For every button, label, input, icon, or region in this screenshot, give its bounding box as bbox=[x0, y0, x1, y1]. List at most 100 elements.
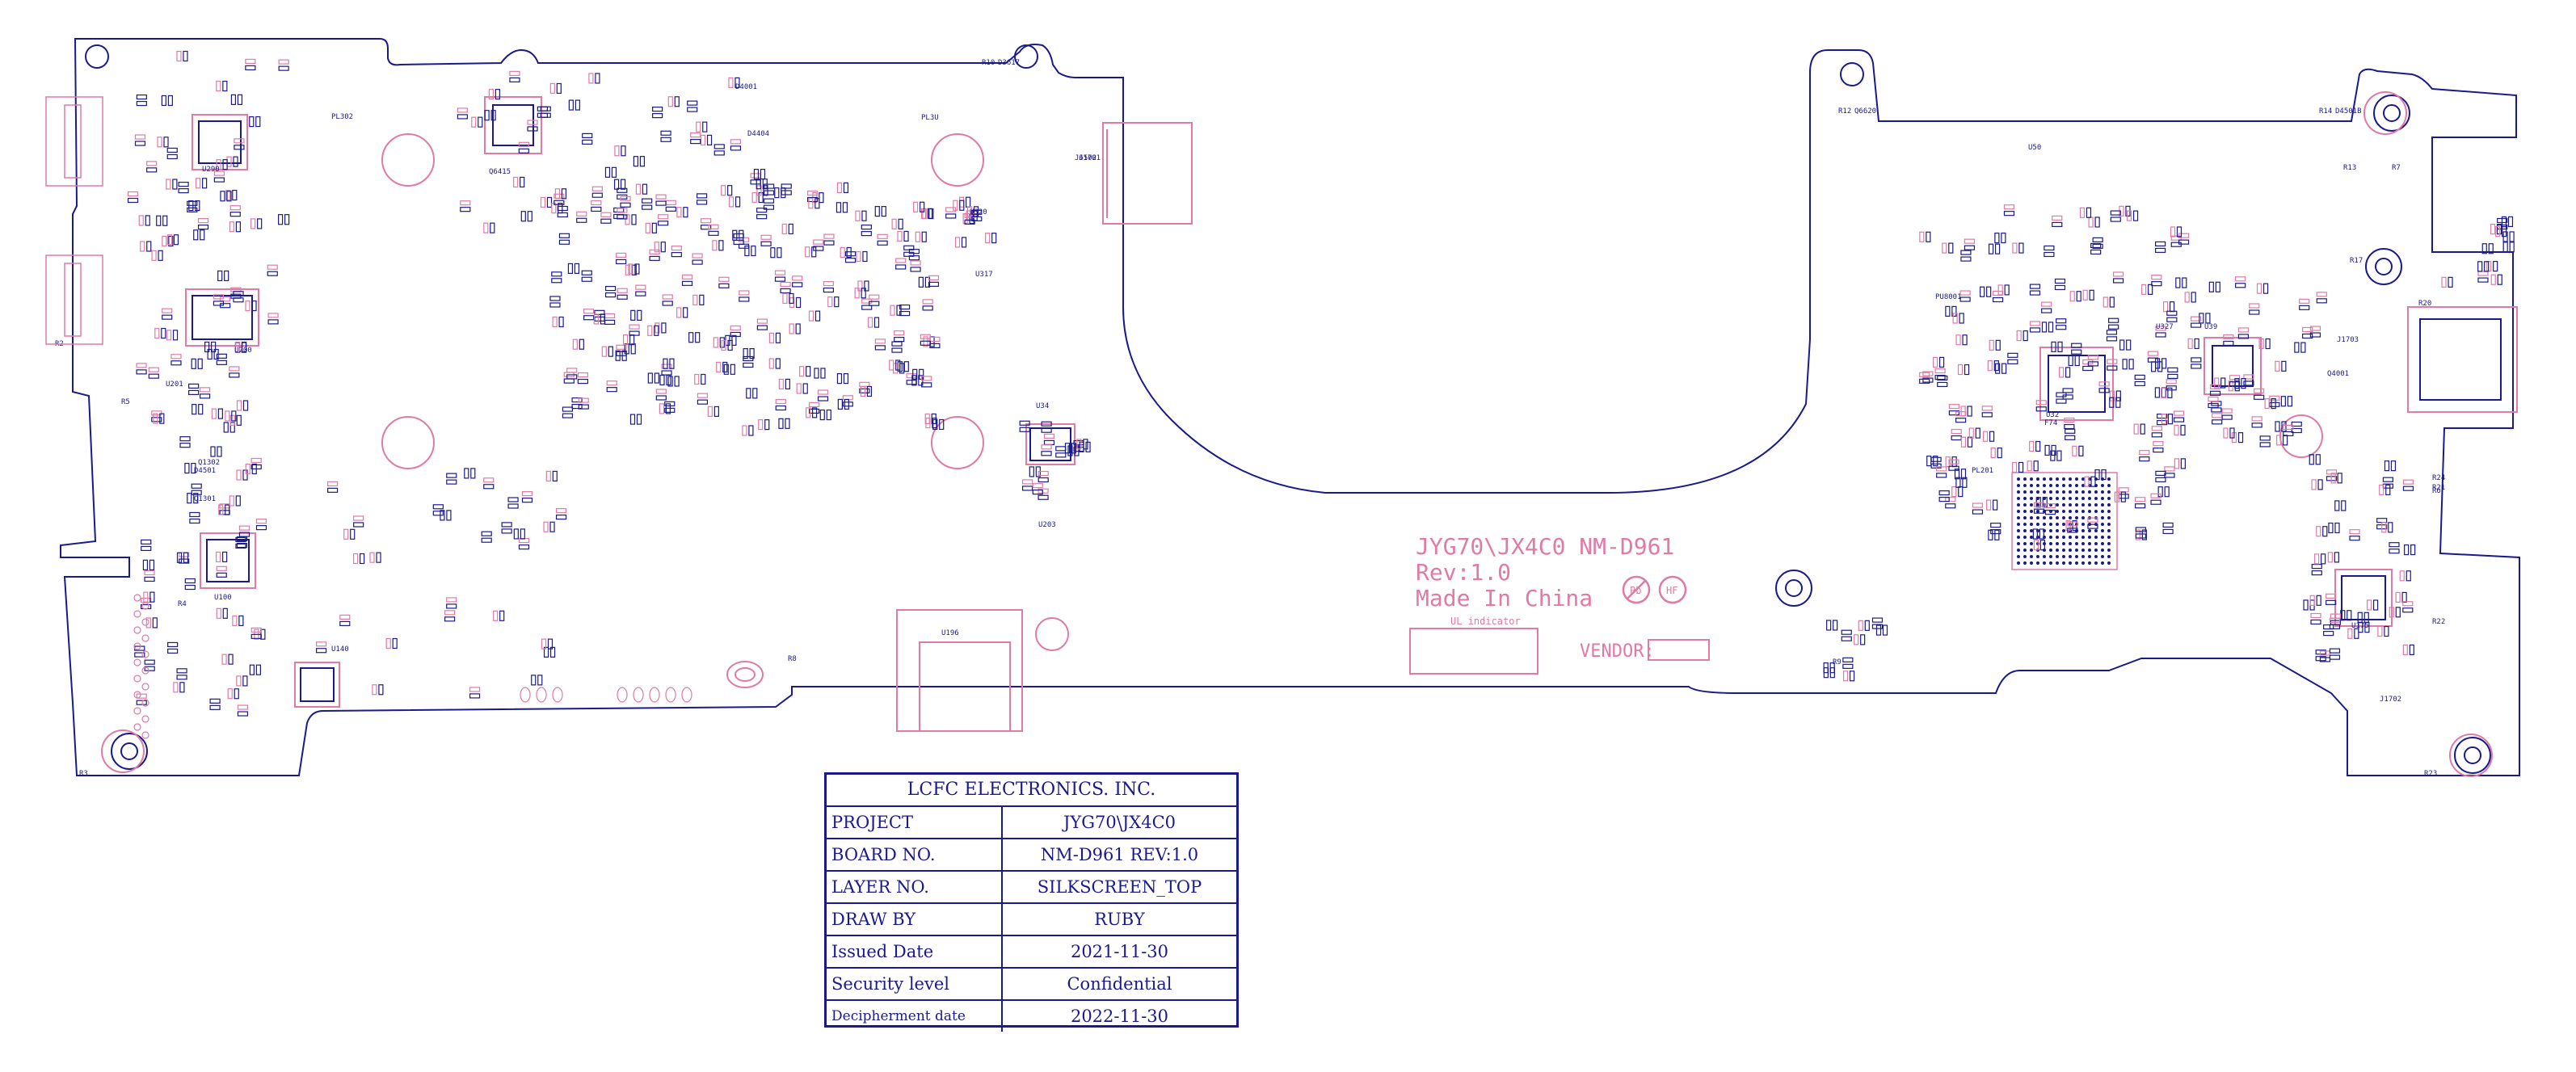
component-footprint bbox=[2161, 414, 2174, 425]
component-footprint bbox=[1988, 243, 2001, 254]
bga-ball bbox=[2075, 490, 2078, 494]
component-footprint bbox=[1951, 428, 1962, 441]
component-footprint bbox=[2187, 338, 2199, 350]
component-footprint bbox=[2173, 410, 2185, 422]
component-footprint bbox=[493, 610, 505, 621]
component-footprint bbox=[166, 330, 179, 341]
component-footprint bbox=[664, 401, 676, 413]
bga-ball bbox=[2094, 510, 2098, 513]
component-footprint bbox=[2389, 542, 2400, 554]
bga-ball bbox=[2017, 510, 2020, 513]
component-footprint bbox=[2155, 358, 2167, 369]
bga-ball bbox=[2075, 549, 2078, 552]
component-footprint bbox=[221, 654, 234, 665]
component-footprint bbox=[145, 617, 158, 628]
component-footprint bbox=[217, 270, 229, 282]
bga-ball bbox=[2069, 555, 2072, 558]
component-footprint bbox=[2299, 298, 2310, 310]
component-footprint bbox=[2302, 326, 2313, 339]
bga-ball bbox=[2023, 561, 2027, 565]
component-footprint bbox=[2135, 527, 2146, 539]
component-footprint bbox=[2477, 271, 2489, 283]
bga-ball bbox=[2023, 536, 2027, 539]
component-footprint bbox=[2052, 215, 2063, 228]
component-footprint bbox=[665, 200, 676, 212]
bga-ball bbox=[2049, 484, 2052, 487]
component-footprint bbox=[577, 372, 588, 385]
component-footprint bbox=[501, 522, 512, 534]
component-footprint bbox=[2316, 292, 2327, 304]
component-footprint bbox=[148, 367, 159, 379]
component-footprint bbox=[2094, 469, 2107, 481]
component-footprint bbox=[513, 528, 525, 540]
title-value: NM-D961 REV:1.0 bbox=[1040, 845, 1199, 864]
component-footprint bbox=[188, 383, 200, 396]
component-footprint bbox=[235, 536, 246, 549]
title-value: SILKSCREEN_TOP bbox=[1037, 877, 1202, 897]
bga-ball bbox=[2081, 529, 2085, 532]
component-footprint bbox=[1041, 444, 1052, 456]
component-footprint bbox=[2044, 245, 2055, 258]
component-footprint bbox=[721, 339, 733, 351]
component-footprint bbox=[2329, 648, 2341, 660]
bga-ball bbox=[2017, 490, 2020, 494]
component-footprint bbox=[728, 77, 740, 88]
component-footprint bbox=[780, 281, 791, 294]
component-footprint bbox=[2264, 398, 2276, 410]
component-footprint bbox=[192, 404, 204, 415]
bga-ball bbox=[2056, 503, 2059, 507]
title-value: JYG70\JX4C0 bbox=[1063, 813, 1176, 832]
bga-ball bbox=[2062, 503, 2065, 507]
component-footprint bbox=[521, 491, 533, 503]
component-footprint bbox=[554, 188, 567, 200]
component-footprint bbox=[1948, 459, 1959, 471]
component-footprint bbox=[134, 134, 146, 146]
component-footprint bbox=[2294, 342, 2306, 353]
component-footprint bbox=[645, 222, 657, 233]
component-footprint bbox=[840, 246, 852, 259]
bga-ball bbox=[2081, 484, 2085, 487]
component-footprint bbox=[2072, 445, 2084, 456]
component-footprint bbox=[507, 497, 519, 509]
component-footprint bbox=[162, 235, 174, 247]
title-row-issued: Issued Date 2021-11-30 bbox=[827, 936, 1236, 969]
title-row-decipher: Decipherment date 2022-11-30 bbox=[827, 1001, 1236, 1032]
bga-ball bbox=[2023, 529, 2027, 532]
component-footprint bbox=[562, 406, 574, 418]
bga-ball bbox=[2017, 484, 2020, 487]
component-footprint bbox=[2069, 291, 2081, 302]
bga-ball bbox=[2069, 497, 2072, 500]
designator-label: D4501 bbox=[194, 467, 216, 475]
component-footprint bbox=[267, 313, 279, 325]
bga-ball bbox=[2043, 561, 2046, 565]
bga-ball bbox=[2107, 523, 2111, 526]
component-footprint bbox=[2119, 339, 2132, 351]
component-footprint bbox=[219, 503, 230, 515]
component-footprint bbox=[179, 436, 191, 448]
bga-ball bbox=[2101, 490, 2104, 494]
cert-marks: Pb HF bbox=[1622, 575, 1687, 604]
bga-ball bbox=[2043, 516, 2046, 519]
component-footprint bbox=[255, 519, 267, 531]
component-footprint bbox=[743, 348, 755, 359]
designator-label: PL302 bbox=[331, 113, 353, 121]
component-footprint bbox=[635, 284, 646, 296]
component-footprint bbox=[571, 397, 583, 410]
component-footprint bbox=[591, 186, 603, 198]
component-footprint bbox=[806, 407, 818, 418]
title-row-project: PROJECT JYG70\JX4C0 bbox=[827, 807, 1236, 839]
component-footprint bbox=[792, 275, 803, 288]
component-footprint bbox=[2326, 593, 2337, 605]
designator-label: PL3U bbox=[921, 114, 939, 122]
bga-ball bbox=[2094, 490, 2098, 494]
component-footprint bbox=[235, 341, 247, 353]
component-footprint bbox=[1948, 404, 1960, 416]
component-footprint bbox=[216, 607, 228, 619]
title-row-layer: LAYER NO. SILKSCREEN_TOP bbox=[827, 872, 1236, 904]
component-footprint bbox=[718, 276, 730, 288]
bga-ball bbox=[2075, 477, 2078, 481]
component-footprint bbox=[2087, 355, 2098, 367]
designator-label: R23 bbox=[2424, 770, 2437, 778]
component-footprint bbox=[2309, 454, 2321, 465]
